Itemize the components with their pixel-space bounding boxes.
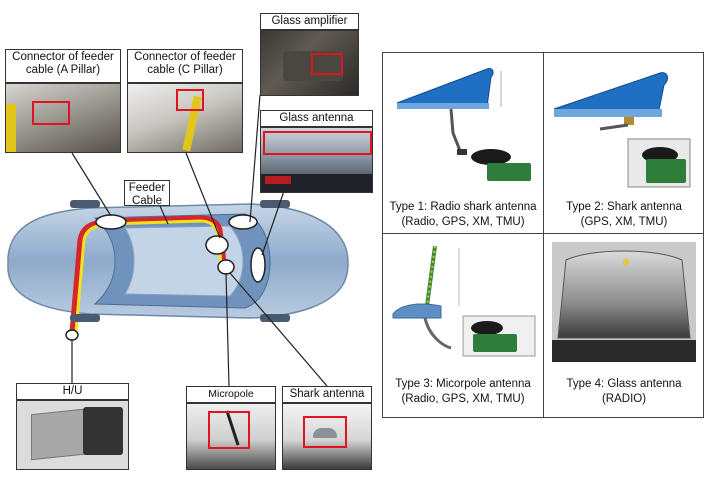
antenna-types-grid: Type 1: Radio shark antenna (Radio, GPS,… — [382, 52, 704, 418]
type-4-cell: Type 4: Glass antenna (RADIO) — [544, 234, 704, 417]
feeder-cable-label: Feeder Cable — [124, 180, 170, 207]
micropole-antenna-photo — [186, 403, 276, 470]
type-1-radio-shark-antenna-image — [396, 68, 531, 181]
connector-a-pillar-highlight — [32, 101, 70, 125]
connector-c-pillar-label: Connector of feeder cable (C Pillar) — [127, 49, 243, 83]
glass-amplifier-highlight — [311, 53, 343, 75]
type-2-cell: Type 2: Shark antenna (GPS, XM, TMU) — [544, 53, 704, 233]
type-2-shark-antenna-image — [553, 72, 691, 188]
glass-amplifier-photo — [260, 30, 359, 96]
glass-antenna-photo — [260, 127, 373, 193]
type-3-caption: Type 3: Micorpole antenna (Radio, GPS, X… — [395, 378, 531, 405]
feeder-cable-red — [69, 215, 227, 333]
glass-antenna-marker — [250, 247, 266, 283]
type-2-caption: Type 2: Shark antenna (GPS, XM, TMU) — [566, 201, 682, 228]
type-1-caption: Type 1: Radio shark antenna (Radio, GPS,… — [389, 201, 537, 228]
type-1-cell: Type 1: Radio shark antenna (Radio, GPS,… — [383, 53, 543, 233]
shark-antenna-label: Shark antenna — [282, 386, 372, 403]
hu-label: H/U — [16, 383, 129, 400]
type-1-dimension — [503, 81, 504, 86]
shark-antenna-photo — [282, 403, 372, 470]
glass-antenna-highlight — [263, 131, 372, 155]
connector-c-pillar-photo — [127, 83, 243, 153]
hu-photo — [16, 400, 129, 470]
glass-amplifier-label: Glass amplifier — [260, 13, 359, 30]
micropole-antenna-highlight — [208, 411, 250, 449]
micropole-antenna-label: Micropole antenna — [186, 386, 276, 413]
type-3-cell: Type 3: Micorpole antenna (Radio, GPS, X… — [383, 234, 543, 417]
glass-antenna-label: Glass antenna — [260, 110, 373, 127]
feeder-cable-yellow — [74, 219, 223, 333]
type-4-glass-antenna-image — [552, 242, 696, 362]
connector-a-pillar-label: Connector of feeder cable (A Pillar) — [5, 49, 121, 83]
amplifier-marker — [205, 235, 229, 255]
type-4-caption: Type 4: Glass antenna (RADIO) — [566, 378, 682, 405]
connector-c-pillar-highlight — [176, 89, 204, 111]
connector-a-pillar-photo — [5, 83, 121, 153]
type-3-micropole-antenna-image — [392, 245, 536, 357]
shark-antenna-highlight — [303, 416, 347, 448]
